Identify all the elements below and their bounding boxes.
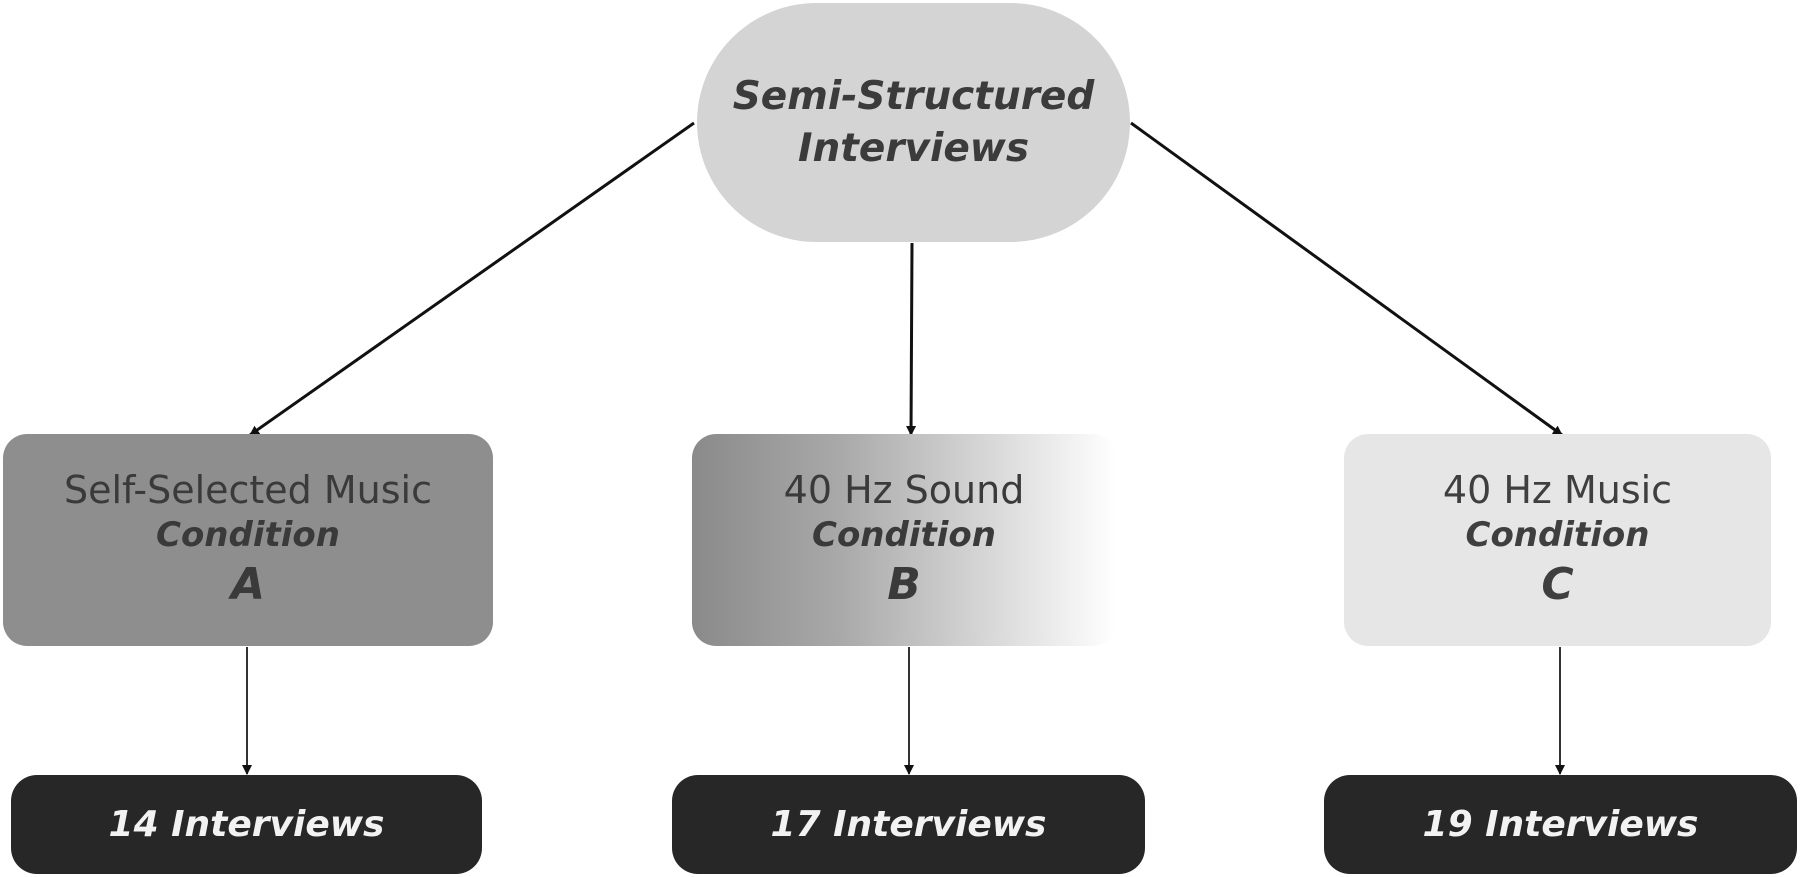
condition-a-name: Self-Selected Music [64,467,432,512]
count-a-node: 14 Interviews [11,775,482,874]
condition-b-label: Condition [812,515,996,556]
condition-c-letter: C [1541,559,1574,611]
count-c-node: 19 Interviews [1324,775,1797,874]
count-c-label: 19 Interviews [1422,804,1699,845]
arrow-root-to-condition-a [249,121,695,437]
count-a-label: 14 Interviews [108,804,385,845]
count-b-node: 17 Interviews [672,775,1145,874]
condition-a-label: Condition [156,515,340,556]
condition-b-letter: B [887,559,921,611]
condition-a-node: Self-Selected Music Condition A [3,434,493,646]
root-title: Semi-Structured Interviews [732,74,1095,171]
condition-c-node: 40 Hz Music Condition C [1344,434,1771,646]
condition-b-name: 40 Hz Sound [783,467,1025,512]
arrow-root-to-condition-c [1130,121,1563,437]
count-b-label: 17 Interviews [770,804,1047,845]
root-node: Semi-Structured Interviews [697,3,1130,242]
condition-b-node: 40 Hz Sound Condition B [692,434,1116,646]
arrow-root-to-condition-b [906,242,917,436]
condition-a-letter: A [230,559,266,611]
condition-c-name: 40 Hz Music [1442,467,1673,512]
condition-c-label: Condition [1465,515,1650,556]
